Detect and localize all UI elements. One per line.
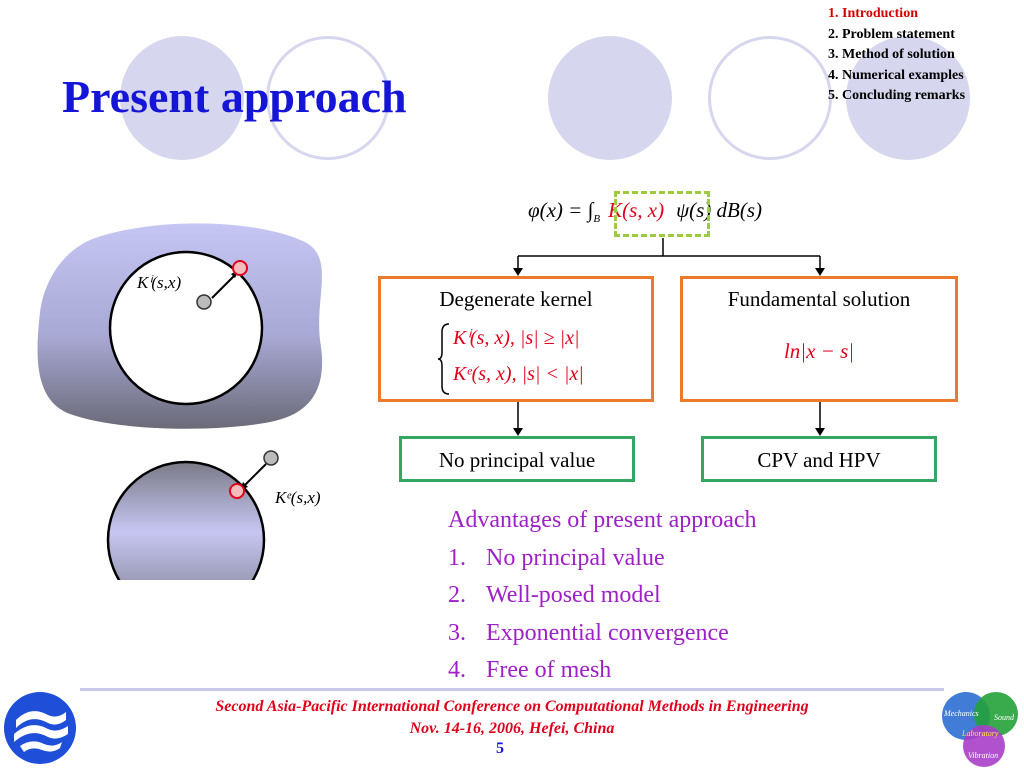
outline-item-method-of-solution[interactable]: 3. Method of solution — [828, 47, 955, 62]
decor-circle-5 — [846, 36, 970, 160]
advantage-item: 2.Well-posed model — [448, 582, 661, 608]
decor-circle-4 — [708, 36, 832, 160]
field-point-interior — [196, 294, 212, 310]
fundamental-solution-expr: ln|x − s| — [783, 339, 855, 363]
svg-text:Laboratory: Laboratory — [961, 729, 999, 738]
fundamental-solution-box: Fundamental solution ln|x − s| — [680, 276, 958, 402]
outline-nav: 1. Introduction 2. Problem statement 3. … — [828, 4, 965, 107]
outline-item-concluding-remarks[interactable]: 5. Concluding remarks — [828, 88, 966, 103]
svg-text:Sound: Sound — [994, 713, 1015, 722]
advantage-item: 1.No principal value — [448, 544, 665, 571]
degenerate-kernel-title: Degenerate kernel — [439, 287, 593, 311]
slide-title: Present approach — [62, 71, 407, 122]
advantage-item: 4.Free of mesh — [448, 657, 612, 683]
fundamental-solution-title: Fundamental solution — [727, 287, 911, 311]
formula-kernel: K(s, x) — [608, 198, 665, 222]
boundary-point-exterior — [229, 483, 245, 499]
svg-text:Vibration: Vibration — [968, 751, 998, 760]
interior-kernel-label: Kⁱ(s,x) — [136, 273, 181, 292]
formula-subscript: B — [593, 213, 601, 226]
formula-rhs: ψ(s) dB(s) — [676, 198, 763, 222]
domain-diagram: Kⁱ(s,x) Kᵉ(s,x) — [37, 223, 323, 580]
lab-logo: Mechanics Sound Laboratory Vibration — [942, 692, 1018, 767]
outline-item-problem-statement[interactable]: 2. Problem statement — [828, 26, 955, 42]
degenerate-kernel-case-1: Kⁱ(s, x), |s| ≥ |x| — [453, 327, 580, 349]
advantage-item: 3.Exponential convergence — [448, 619, 729, 646]
brace-icon — [437, 323, 450, 395]
footer-divider — [80, 688, 944, 691]
degenerate-kernel-case-2: Kᵉ(s, x), |s| < |x| — [453, 363, 584, 385]
advantages-section: Advantages of present approach 1.No prin… — [448, 502, 757, 690]
outline-item-introduction[interactable]: 1. Introduction — [828, 6, 918, 21]
advantages-list: 1.No principal value 2.Well-posed model … — [448, 540, 757, 690]
advantages-heading: Advantages of present approach — [448, 507, 757, 533]
integral-formula: φ(x) = ∫B K(s, x) ψ(s) dB(s) — [528, 198, 762, 225]
decor-circle-2 — [266, 36, 390, 160]
kernel-highlight-box — [614, 191, 710, 237]
solid-disk — [106, 460, 266, 580]
footer-date-location: Nov. 14-16, 2006, Hefei, China — [409, 720, 615, 737]
university-logo — [4, 692, 76, 764]
decor-circle-1 — [120, 36, 244, 160]
degenerate-kernel-box: Degenerate kernel Kⁱ(s, x), |s| ≥ |x| Kᵉ… — [378, 276, 654, 402]
outline-item-numerical-examples[interactable]: 4. Numerical examples — [828, 67, 964, 83]
decor-circle-3 — [548, 36, 672, 160]
page-number: 5 — [496, 740, 504, 757]
no-principal-value-label: No principal value — [438, 448, 596, 472]
circular-hole — [108, 250, 264, 406]
interior-arrow — [211, 273, 237, 299]
flow-connectors — [513, 238, 825, 436]
formula-lhs: φ(x) = ∫ — [528, 198, 594, 222]
field-point-exterior — [263, 450, 279, 466]
cpv-hpv-label: CPV and HPV — [757, 448, 881, 472]
boundary-point-interior — [232, 260, 248, 276]
exterior-kernel-label: Kᵉ(s,x) — [274, 488, 321, 507]
exterior-arrow — [243, 463, 267, 487]
cpv-hpv-box: CPV and HPV — [701, 436, 937, 482]
no-principal-value-box: No principal value — [399, 436, 635, 482]
footer-conference: Second Asia-Pacific International Confer… — [215, 698, 809, 715]
svg-text:Mechanics: Mechanics — [943, 709, 979, 718]
